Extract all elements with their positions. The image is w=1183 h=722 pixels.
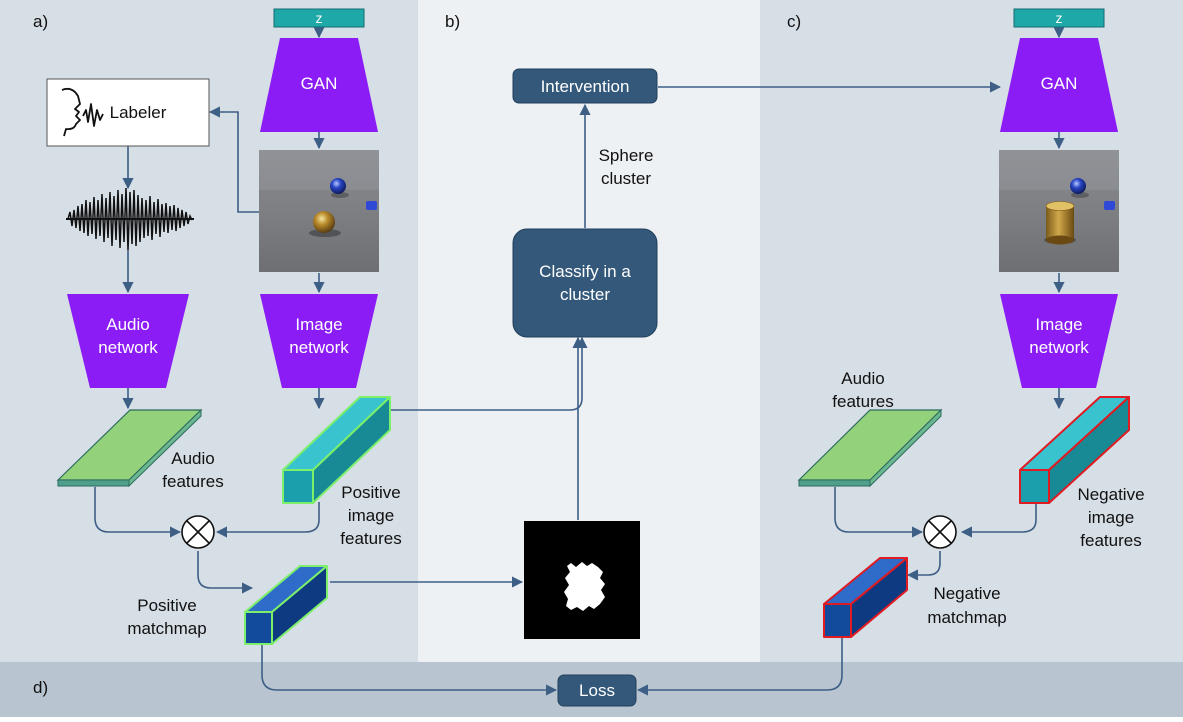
audio-features-right-label-1: Audio [841,369,884,388]
negative-matchmap-label-2: matchmap [927,608,1006,627]
audio-features-right-label-2: features [832,392,893,411]
audio-features-left-label-1: Audio [171,449,214,468]
image-network-right-label-2: network [1029,338,1089,357]
loss-box [557,674,637,707]
image-network-left-label-2: network [289,338,349,357]
intervention-label: Intervention [541,77,630,96]
intervention-box [512,68,658,104]
labeler-label: Labeler [110,103,167,122]
multiply-operator-left [181,515,215,549]
audio-features-left-label-2: features [162,472,223,491]
classify-box [512,228,658,338]
audio-waveform [67,187,193,251]
gan-left-label: GAN [301,74,338,93]
audio-features-right-side [869,408,942,488]
positive-image-features-label-3: features [340,529,401,548]
audio-network-label-2: network [98,338,158,357]
audio-features-left-side [128,408,202,488]
audio-features-right-edge [798,479,871,487]
classify-label-2: cluster [560,285,610,304]
positive-image-features-label-1: Positive [341,483,401,502]
z-input-box-right [1013,8,1105,28]
z-input-label-right: z [1056,10,1063,26]
panel-a-label: a) [33,12,48,31]
gan-output-image-right [999,150,1119,272]
z-input-box-left [273,8,365,28]
image-network-left [260,294,378,388]
speaking-head-icon [61,87,104,137]
gan-output-image-left [259,150,379,272]
gan-right-label: GAN [1041,74,1078,93]
audio-network-label-1: Audio [106,315,149,334]
positive-matchmap-cuboid [244,565,328,645]
negative-matchmap-label-1: Negative [933,584,1000,603]
loss-label: Loss [579,681,615,700]
connections [94,26,1065,696]
multiply-operator-right [923,515,957,549]
gan-right [1000,38,1118,132]
negative-matchmap-cuboid [823,557,908,638]
panel-c-background [760,0,1183,662]
classify-label-1: Classify in a [539,262,631,281]
negative-image-features-label-3: features [1080,531,1141,550]
segmentation-mask-image [524,521,640,639]
image-network-right [1000,294,1118,388]
z-input-label-left: z [316,10,323,26]
positive-matchmap-label-1: Positive [137,596,197,615]
sphere-cluster-label-2: cluster [601,169,651,188]
negative-image-features-label-2: image [1088,508,1134,527]
audio-features-left-edge [57,479,130,487]
image-network-right-label-1: Image [1035,315,1082,334]
positive-image-features-label-2: image [348,506,394,525]
panel-d-label: d) [33,678,48,697]
gan-left [260,38,378,132]
negative-image-features-cuboid [1019,396,1130,504]
sphere-cluster-label-1: Sphere [599,146,654,165]
panel-b-label: b) [445,12,460,31]
negative-image-features-label-1: Negative [1077,485,1144,504]
audio-network [67,294,189,388]
panel-c-label: c) [787,12,801,31]
positive-matchmap-label-2: matchmap [127,619,206,638]
positive-image-features-cuboid [282,396,391,504]
image-network-left-label-1: Image [295,315,342,334]
